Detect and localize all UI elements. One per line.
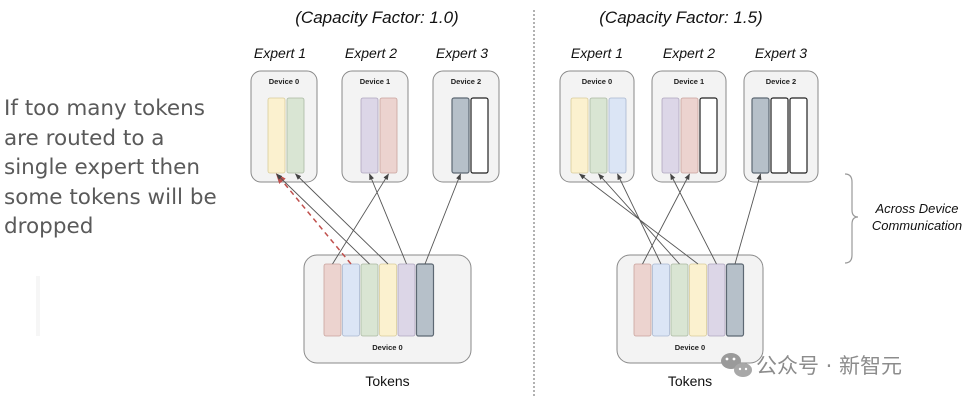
expert-slot-green: [286, 97, 305, 174]
routing-arrow: [332, 173, 389, 265]
token-green: [360, 263, 379, 337]
device-label: Device 2: [766, 77, 796, 86]
expert-label: Expert 1: [571, 45, 623, 61]
token-green: [670, 263, 689, 337]
token-red: [323, 263, 342, 337]
empty-capacity-slot: [770, 97, 789, 174]
token-purple: [397, 263, 416, 337]
expert-label: Expert 3: [755, 45, 807, 61]
routing-arrow: [642, 173, 690, 265]
routing-arrow: [734, 173, 762, 265]
brace-icon: [844, 173, 859, 264]
device-label: Device 0: [372, 343, 402, 352]
expert-3: Expert 3 Device 2: [743, 45, 819, 183]
expert-slot-red: [379, 97, 398, 174]
across-device-label: Communication: [872, 218, 962, 233]
caption-line: dropped: [4, 214, 94, 239]
token-purple: [707, 263, 726, 337]
token-slate: [415, 263, 435, 337]
empty-capacity-slot: [789, 97, 808, 174]
tokens-label: Tokens: [365, 373, 409, 389]
expert-slot-slate: [751, 97, 770, 174]
watermark-text: 公众号 · 新智元: [756, 354, 902, 378]
routing-arrow: [276, 173, 370, 265]
device-label: Device 1: [360, 77, 390, 86]
expert-1: Expert 1 Device 0: [559, 45, 635, 183]
expert-2: Expert 2 Device 1: [651, 45, 727, 183]
device-label: Device 0: [269, 77, 299, 86]
dropped-token-arrow: [275, 173, 352, 265]
token-yellow: [379, 263, 397, 337]
routing-arrow: [424, 173, 461, 265]
panel-title: (Capacity Factor: 1.0): [295, 8, 458, 27]
explanation-caption: If too many tokens are routed to a singl…: [4, 94, 244, 242]
token-blue: [652, 263, 670, 337]
expert-label: Expert 1: [254, 45, 306, 61]
token-red: [633, 263, 652, 337]
expert-slot-red: [680, 97, 699, 174]
empty-capacity-slot: [699, 97, 718, 174]
tokens-label: Tokens: [668, 373, 712, 389]
watermark: 公众号 · 新智元: [721, 353, 902, 378]
expert-label: Expert 2: [663, 45, 715, 61]
expert-slot-green: [589, 97, 608, 174]
routing-arrow: [295, 173, 389, 265]
expert-slot-yellow: [267, 97, 286, 174]
expert-slot-blue: [608, 97, 627, 174]
device-label: Device 2: [451, 77, 481, 86]
caption-line: some tokens will be: [4, 184, 217, 210]
device-label: Device 0: [582, 77, 612, 86]
caption-line: are routed to a: [4, 125, 165, 151]
caption-line: If too many tokens: [4, 96, 205, 121]
device-label: Device 0: [675, 343, 705, 352]
faint-mark: [36, 276, 40, 336]
routing-arrow: [578, 173, 699, 265]
expert-3: Expert 3 Device 2: [432, 45, 500, 183]
routing-arrow: [369, 173, 407, 265]
empty-capacity-slot: [470, 97, 489, 174]
expert-slot-purple: [360, 97, 379, 174]
expert-2: Expert 2 Device 1: [341, 45, 409, 183]
expert-slot-purple: [661, 97, 680, 174]
expert-label: Expert 2: [345, 45, 397, 61]
wechat-icon: [721, 353, 752, 377]
expert-1: Expert 1 Device 0: [250, 45, 318, 183]
expert-label: Expert 3: [436, 45, 488, 61]
expert-slot-yellow: [570, 97, 589, 174]
across-device-label: Across Device: [874, 201, 958, 216]
token-yellow: [689, 263, 707, 337]
expert-slot-slate: [451, 97, 470, 174]
panel-title: (Capacity Factor: 1.5): [599, 8, 762, 27]
caption-line: single expert then: [4, 155, 200, 180]
token-slate: [725, 263, 745, 337]
token-blue: [342, 263, 360, 337]
routing-arrow: [670, 173, 717, 265]
device-label: Device 1: [674, 77, 704, 86]
